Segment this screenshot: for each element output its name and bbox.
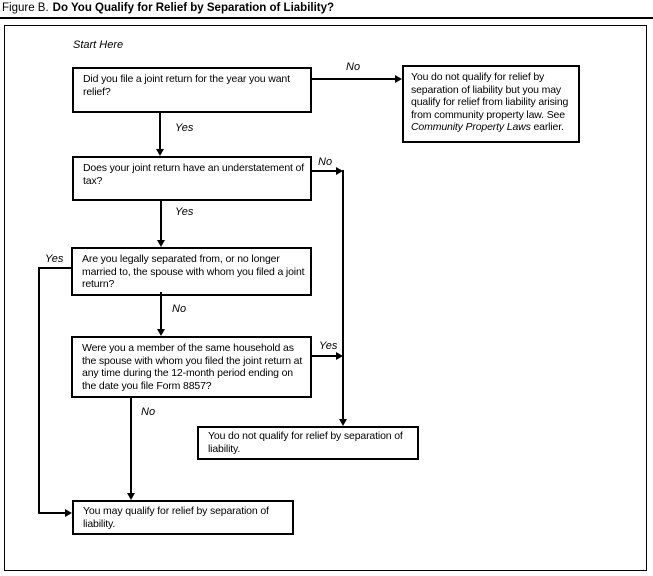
label-q1-no: No xyxy=(345,61,362,73)
label-q4-no: No xyxy=(140,406,157,418)
community-text-after: earlier. xyxy=(530,121,564,133)
connector-q2-no-line xyxy=(312,170,337,172)
label-q3-yes: Yes xyxy=(44,253,65,265)
connector-q1-yes-line xyxy=(159,113,161,150)
connector-q3-no-line xyxy=(160,292,162,330)
figure-title-prefix: Figure B. xyxy=(2,2,49,14)
label-q4-yes: Yes xyxy=(318,340,339,352)
community-text-before: You do not qualify for relief by separat… xyxy=(411,71,569,121)
label-q1-yes: Yes xyxy=(174,122,195,134)
arrowhead-q4-yes xyxy=(336,352,343,360)
figure-title: Figure B.Do You Qualify for Relief by Se… xyxy=(2,2,334,14)
arrowhead-q4-no xyxy=(127,493,135,500)
arrowhead-q3-no xyxy=(157,329,165,336)
question-box-separated: Are you legally separated from, or no lo… xyxy=(71,247,312,296)
connector-q3-yes-bottom-line xyxy=(38,512,66,514)
arrowhead-q2-no xyxy=(336,167,343,175)
label-q2-yes: Yes xyxy=(174,206,195,218)
arrowhead-q2-yes xyxy=(157,240,165,247)
connector-q2-yes-line xyxy=(160,201,162,241)
connector-right-vertical-line xyxy=(342,170,344,420)
connector-q3-yes-vertical-line xyxy=(38,267,40,514)
label-q3-no: No xyxy=(171,303,188,315)
start-here-label: Start Here xyxy=(73,39,124,51)
community-text-italic: Community Property Laws xyxy=(411,121,531,133)
arrowhead-no-qualify xyxy=(339,419,347,426)
connector-q1-no-line xyxy=(312,78,395,80)
question-box-household: Were you a member of the same household … xyxy=(71,336,312,398)
result-box-may-qualify: You may qualify for relief by separation… xyxy=(72,500,294,535)
connector-q3-yes-top-line xyxy=(38,267,71,269)
connector-q4-no-line xyxy=(130,398,132,494)
arrowhead-q1-yes xyxy=(156,149,164,156)
result-box-no-qualify: You do not qualify for relief by separat… xyxy=(197,426,419,460)
title-rule xyxy=(0,17,653,19)
arrowhead-q3-yes xyxy=(65,509,72,517)
question-box-joint-return: Did you file a joint return for the year… xyxy=(72,67,312,113)
label-q2-no: No xyxy=(317,156,334,168)
result-box-community-property: You do not qualify for relief by separat… xyxy=(402,65,580,143)
figure-title-main: Do You Qualify for Relief by Separation … xyxy=(52,2,335,14)
question-box-understatement: Does your joint return have an understat… xyxy=(72,156,312,201)
arrowhead-q1-no xyxy=(395,75,402,83)
connector-q4-yes-line xyxy=(312,355,337,357)
